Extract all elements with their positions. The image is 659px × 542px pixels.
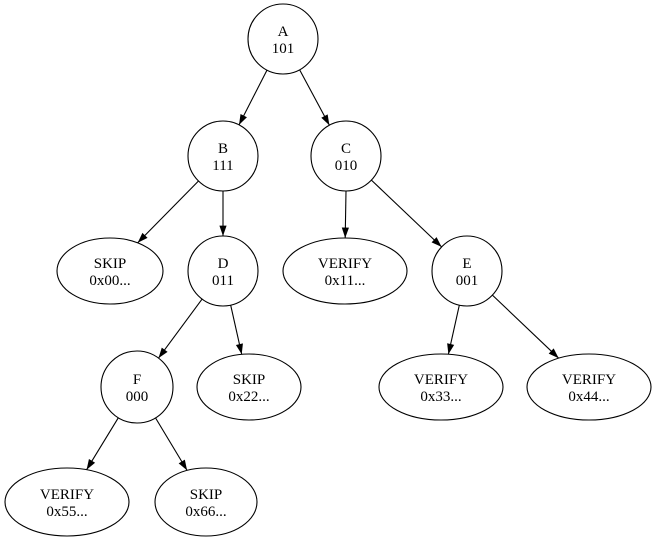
edge-c-verify11	[341, 190, 349, 239]
node-f-shape	[100, 350, 174, 424]
edge-d-f	[158, 298, 203, 359]
node-a-shape	[247, 3, 319, 75]
node-skip00-value: 0x00...	[89, 273, 130, 289]
edge-group	[86, 69, 560, 471]
node-d-value: 011	[212, 273, 234, 289]
node-skip66-shape	[154, 467, 258, 537]
node-verify33: VERIFY 0x33...	[378, 353, 504, 421]
node-verify44: VERIFY 0x44...	[526, 353, 652, 421]
node-skip66-label: SKIP	[190, 487, 223, 503]
node-f: F 000	[100, 350, 174, 424]
node-d-shape	[187, 235, 259, 307]
edge-a-c	[299, 69, 330, 126]
node-verify44-shape	[526, 353, 652, 421]
node-b: B 111	[187, 120, 259, 192]
node-c: C 010	[310, 120, 382, 192]
node-skip66-value: 0x66...	[185, 504, 226, 520]
node-a-value: 101	[272, 41, 295, 57]
edge-e-verify44	[492, 294, 560, 359]
node-skip22-value: 0x22...	[228, 389, 269, 405]
node-e-shape	[431, 235, 503, 307]
node-skip22-label: SKIP	[233, 372, 266, 388]
node-b-value: 111	[212, 158, 233, 174]
node-c-label: C	[341, 141, 351, 157]
node-skip22-shape	[196, 353, 302, 421]
node-e-value: 001	[456, 273, 479, 289]
node-skip22: SKIP 0x22...	[196, 353, 302, 421]
node-verify11: VERIFY 0x11...	[282, 237, 408, 305]
node-verify44-value: 0x44...	[568, 389, 609, 405]
edge-c-e	[371, 179, 442, 248]
node-verify11-value: 0x11...	[325, 273, 366, 289]
node-c-shape	[310, 120, 382, 192]
node-verify55-value: 0x55...	[46, 504, 87, 520]
node-verify55: VERIFY 0x55...	[4, 467, 130, 537]
node-skip66: SKIP 0x66...	[154, 467, 258, 537]
edge-d-skip22	[230, 305, 243, 355]
node-skip00-label: SKIP	[94, 256, 127, 272]
edge-e-verify33	[447, 305, 460, 355]
node-c-value: 010	[335, 158, 358, 174]
edge-a-b	[238, 69, 268, 126]
node-verify33-shape	[378, 353, 504, 421]
node-a-label: A	[278, 24, 289, 40]
node-d: D 011	[187, 235, 259, 307]
node-verify11-shape	[282, 237, 408, 305]
node-verify11-label: VERIFY	[318, 256, 372, 272]
node-skip00: SKIP 0x00...	[56, 237, 164, 305]
node-verify33-label: VERIFY	[414, 372, 468, 388]
node-f-label: F	[133, 372, 141, 388]
node-f-value: 000	[126, 389, 149, 405]
edge-b-skip00	[137, 180, 199, 244]
node-verify44-label: VERIFY	[562, 372, 616, 388]
node-d-label: D	[218, 256, 229, 272]
node-e-label: E	[462, 256, 471, 272]
node-verify55-shape	[4, 467, 130, 537]
node-verify33-value: 0x33...	[420, 389, 461, 405]
node-b-label: B	[218, 141, 228, 157]
edge-f-verify55	[86, 417, 119, 470]
node-verify55-label: VERIFY	[40, 487, 94, 503]
node-e: E 001	[431, 235, 503, 307]
node-skip00-shape	[56, 237, 164, 305]
edge-f-skip66	[155, 417, 188, 471]
node-b-shape	[187, 120, 259, 192]
node-a: A 101	[247, 3, 319, 75]
